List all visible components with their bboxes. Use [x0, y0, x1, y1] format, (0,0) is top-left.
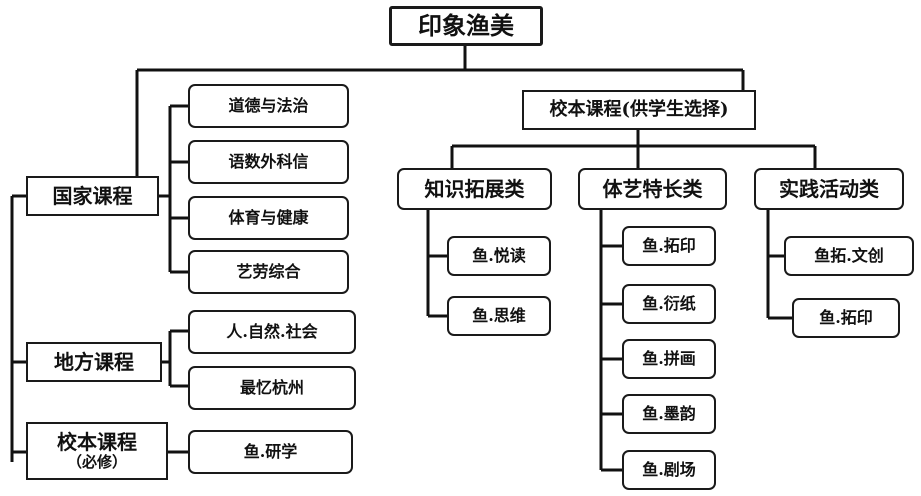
arts-item-box: 鱼.剧场	[622, 450, 716, 490]
practice-item-box: 鱼.拓印	[792, 298, 900, 338]
practice-item-box: 鱼拓.文创	[784, 236, 914, 276]
knowledge-item-box: 鱼.思维	[447, 296, 551, 336]
local-item-box: 人.自然.社会	[188, 310, 356, 354]
national-item-box: 体育与健康	[188, 196, 349, 240]
knowledge-item-box: 鱼.悦读	[447, 236, 551, 276]
arts-group-box: 体艺特长类	[578, 168, 727, 210]
national-item-box: 道德与法治	[188, 84, 349, 128]
school-required-note: （必修）	[66, 452, 127, 471]
local-item-box: 最忆杭州	[188, 366, 356, 410]
national-curriculum-box: 国家课程	[26, 176, 159, 216]
root-box: 印象渔美	[389, 6, 543, 46]
school-required-label: 校本课程	[57, 429, 137, 454]
local-curriculum-box: 地方课程	[26, 342, 162, 382]
arts-item-box: 鱼.墨韵	[622, 394, 716, 434]
school-required-box: 校本课程 （必修）	[26, 422, 168, 480]
arts-item-box: 鱼.拓印	[622, 226, 716, 266]
arts-item-box: 鱼.衍纸	[622, 284, 716, 324]
knowledge-group-box: 知识拓展类	[397, 168, 552, 210]
national-item-box: 语数外科信	[188, 140, 349, 184]
elective-curriculum-box: 校本课程(供学生选择)	[522, 90, 756, 130]
school-required-item-box: 鱼.研学	[188, 430, 353, 474]
arts-item-box: 鱼.拼画	[622, 339, 716, 379]
practice-group-box: 实践活动类	[754, 168, 904, 210]
national-item-box: 艺劳综合	[188, 250, 349, 294]
